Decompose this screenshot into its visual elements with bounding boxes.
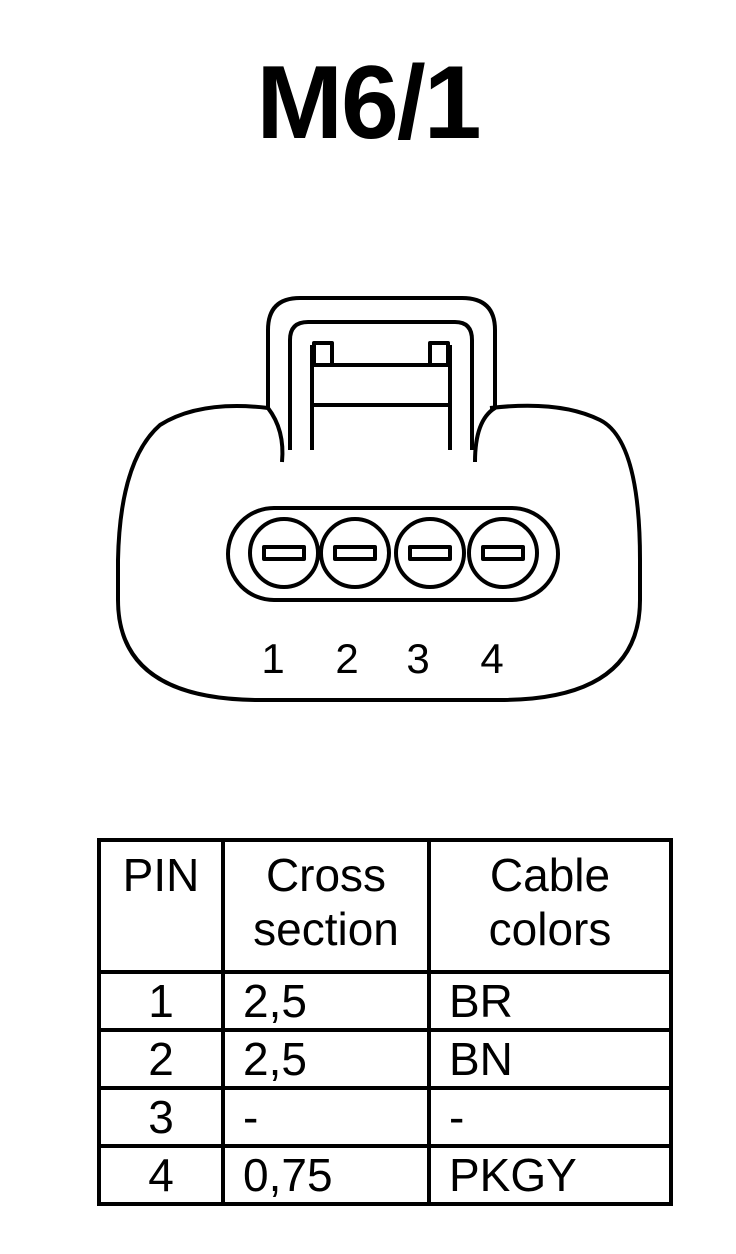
table-row: 4 0,75 PKGY [97,1144,673,1206]
row-pin: 3 [97,1086,225,1148]
pin-label-1: 1 [261,635,284,682]
connector-diagram: 1 2 3 4 [116,296,642,702]
header-cross-section: Cross section [221,838,431,974]
latch-frame [288,320,474,450]
row-pin: 1 [97,970,225,1032]
row-cross-section: 0,75 [221,1144,431,1206]
pin-socket-1 [248,517,320,589]
connector-title: M6/1 [256,45,481,161]
row-pin: 4 [97,1144,225,1206]
row-cable-color: - [427,1086,673,1148]
row-cross-section: 2,5 [221,970,431,1032]
pin-table: PIN Cross section Cable colors 1 2,5 BR … [97,838,673,1206]
pin-label-3: 3 [406,635,429,682]
pin-socket-2 [319,517,391,589]
table-row: 2 2,5 BN [97,1028,673,1090]
pin-label-2: 2 [335,635,358,682]
connector-body [116,403,642,702]
table-header-row: PIN Cross section Cable colors [97,838,673,974]
row-cross-section: - [221,1086,431,1148]
row-pin: 2 [97,1028,225,1090]
pin-label-4: 4 [480,635,503,682]
row-cable-color: BN [427,1028,673,1090]
header-pin: PIN [97,838,225,974]
pin-socket-4 [467,517,539,589]
pin-cavity [226,506,560,602]
row-cross-section: 2,5 [221,1028,431,1090]
row-cable-color: BR [427,970,673,1032]
pin-socket-3 [394,517,466,589]
row-cable-color: PKGY [427,1144,673,1206]
table-row: 3 - - [97,1086,673,1148]
header-cable-colors: Cable colors [427,838,673,974]
table-row: 1 2,5 BR [97,970,673,1032]
latch-housing [266,296,497,463]
